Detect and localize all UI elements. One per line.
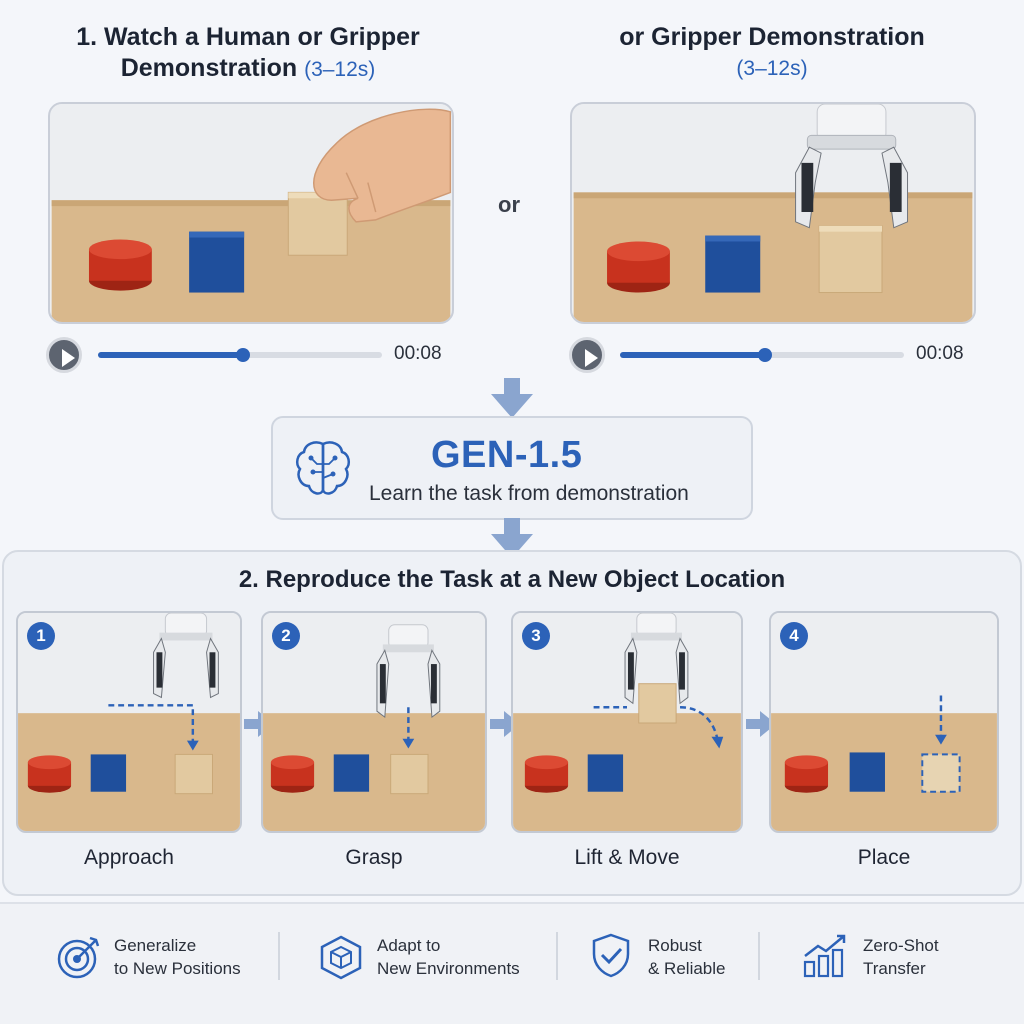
motion-path bbox=[593, 706, 719, 739]
human-progress-track[interactable] bbox=[98, 348, 382, 362]
human-demo-scene bbox=[51, 104, 452, 322]
benefit-4: Zero-Shot Transfer bbox=[863, 934, 939, 980]
benefit-3-line1: Robust bbox=[648, 936, 702, 955]
step-1-label: Approach bbox=[84, 846, 174, 869]
benefit-4-line2: Transfer bbox=[863, 959, 926, 978]
model-description: Learn the task from demonstration bbox=[369, 482, 689, 505]
robot-gripper bbox=[624, 613, 689, 705]
human-demo-duration: (3–12s) bbox=[304, 58, 376, 81]
blue-cube bbox=[189, 231, 245, 293]
gripper-play-button[interactable] bbox=[569, 337, 605, 373]
human-demo-video[interactable] bbox=[48, 102, 454, 324]
brain-icon bbox=[295, 441, 351, 495]
wood-cube bbox=[638, 683, 677, 724]
benefit-2: Adapt to New Environments bbox=[377, 934, 520, 980]
step-4-badge: 4 bbox=[780, 622, 808, 650]
benefit-divider bbox=[758, 932, 760, 980]
benefit-2-line1: Adapt to bbox=[377, 936, 441, 955]
benefit-1-line1: Generalize bbox=[114, 936, 197, 955]
step-1-scene bbox=[18, 613, 240, 831]
human-play-button[interactable] bbox=[46, 337, 82, 373]
benefit-3: Robust & Reliable bbox=[648, 934, 726, 980]
benefit-1: Generalize to New Positions bbox=[114, 934, 241, 980]
gripper-progress-track[interactable] bbox=[620, 348, 904, 362]
step-3-label: Lift & Move bbox=[574, 846, 680, 869]
step-1-frame bbox=[16, 611, 242, 833]
robot-gripper bbox=[376, 624, 441, 719]
down-arrow-icon bbox=[491, 518, 533, 558]
benefit-divider bbox=[556, 932, 558, 980]
gripper-demo-title: or Gripper Demonstration (3–12s) bbox=[572, 22, 972, 84]
step-3-scene bbox=[513, 613, 741, 831]
robot-gripper bbox=[795, 104, 909, 229]
step-2-label: Grasp bbox=[345, 846, 403, 869]
step-3-frame bbox=[511, 611, 743, 833]
or-label: or bbox=[498, 192, 520, 217]
gripper-demo-duration: (3–12s) bbox=[736, 57, 808, 80]
cube-icon bbox=[320, 935, 362, 980]
benefits-strip bbox=[0, 902, 1024, 1024]
benefit-3-line2: & Reliable bbox=[648, 959, 726, 978]
blue-cube bbox=[705, 235, 761, 293]
human-progress-fill bbox=[98, 352, 243, 358]
growth-chart-icon bbox=[803, 934, 846, 978]
benefit-1-line2: to New Positions bbox=[114, 959, 241, 978]
gripper-demo-title-line1: or Gripper Demonstration bbox=[619, 23, 925, 51]
model-name: GEN-1.5 bbox=[431, 434, 583, 476]
human-hand bbox=[312, 108, 452, 223]
wood-cube bbox=[818, 225, 883, 294]
reproduce-title: 2. Reproduce the Task at a New Object Lo… bbox=[238, 566, 786, 593]
motion-path bbox=[108, 704, 195, 743]
step-3-badge: 3 bbox=[522, 622, 550, 650]
human-demo-title-line1: 1. Watch a Human or Gripper bbox=[76, 23, 420, 51]
step-2-badge: 2 bbox=[272, 622, 300, 650]
right-arrow-icon bbox=[746, 711, 776, 737]
benefit-divider bbox=[278, 932, 280, 980]
gripper-progress-fill bbox=[620, 352, 765, 358]
step-2-frame bbox=[261, 611, 487, 833]
step-4-label: Place bbox=[857, 846, 911, 869]
benefit-4-line1: Zero-Shot bbox=[863, 936, 939, 955]
gripper-timestamp: 00:08 bbox=[916, 343, 964, 364]
human-demo-title-line2: Demonstration bbox=[120, 54, 298, 82]
step-4-frame bbox=[769, 611, 999, 833]
gripper-demo-scene bbox=[573, 104, 973, 322]
human-demo-title: 1. Watch a Human or Gripper Demonstratio… bbox=[48, 22, 448, 85]
wood-cube bbox=[287, 191, 348, 256]
step-2-scene bbox=[263, 613, 485, 831]
human-progress-knob[interactable] bbox=[235, 348, 250, 362]
target-icon bbox=[57, 936, 100, 979]
step-4-scene bbox=[771, 613, 997, 831]
human-timestamp: 00:08 bbox=[394, 343, 442, 364]
target-location bbox=[921, 753, 961, 793]
benefit-2-line2: New Environments bbox=[377, 959, 520, 978]
robot-gripper bbox=[153, 613, 219, 699]
step-1-badge: 1 bbox=[27, 622, 55, 650]
shield-check-icon bbox=[592, 933, 630, 978]
gripper-progress-knob[interactable] bbox=[757, 348, 772, 362]
gripper-demo-video[interactable] bbox=[570, 102, 976, 324]
down-arrow-icon bbox=[491, 378, 533, 418]
model-box: GEN-1.5 Learn the task from demonstratio… bbox=[271, 416, 753, 520]
